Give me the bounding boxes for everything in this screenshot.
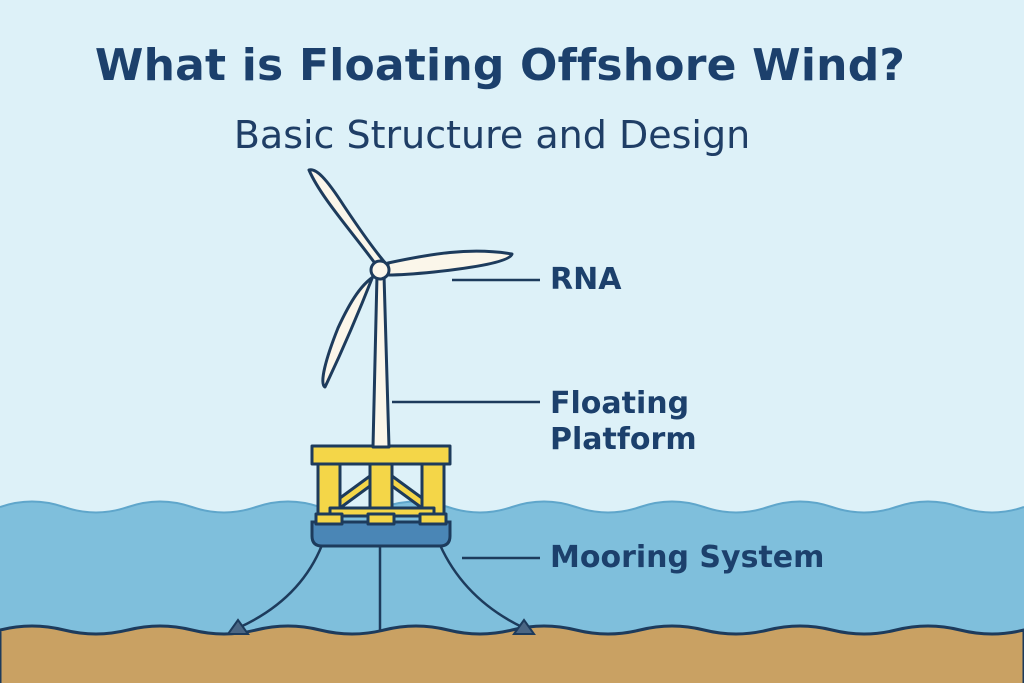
turbine-hub xyxy=(369,259,391,281)
page-title: What is Floating Offshore Wind? xyxy=(94,40,906,91)
floating-platform-label: Floating Platform xyxy=(550,386,697,458)
floating-platform-label-line1: Floating xyxy=(550,386,690,421)
turbine-rotor xyxy=(307,168,514,389)
page-subtitle: Basic Structure and Design xyxy=(233,113,751,157)
platform-pontoon xyxy=(310,520,452,548)
anchor-left xyxy=(226,618,250,635)
blade-right xyxy=(386,249,514,277)
floating-platform xyxy=(310,444,452,526)
floating-platform-label-line2: Platform xyxy=(550,422,697,457)
blade-down xyxy=(321,272,380,389)
anchor-right xyxy=(512,618,536,635)
sea-surface-line xyxy=(0,500,1024,514)
rna-label: RNA xyxy=(550,262,622,297)
blade-up xyxy=(307,168,388,266)
mooring-system-label: Mooring System xyxy=(550,540,825,575)
mooring-lines xyxy=(237,544,525,630)
seabed xyxy=(0,624,1024,683)
